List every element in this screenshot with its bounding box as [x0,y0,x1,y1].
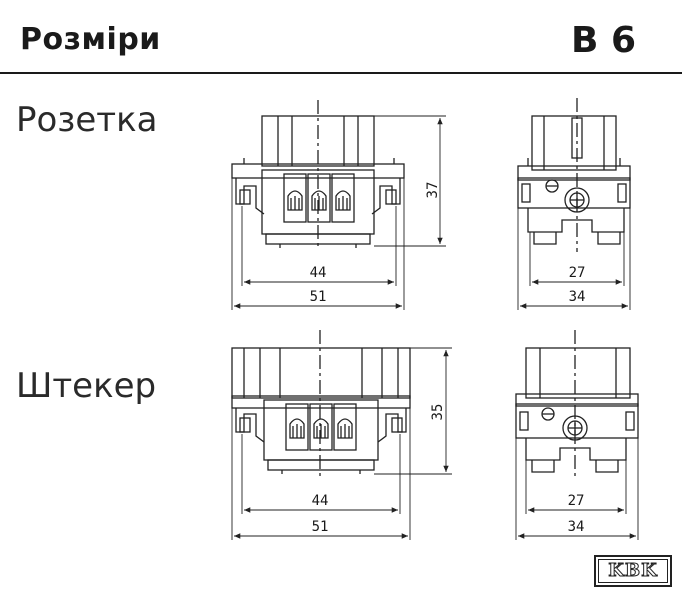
plug-side-inner-dim: 27 [568,493,585,509]
product-code: B 6 [570,20,636,61]
section-label-plug: Штекер [16,366,157,406]
socket-side-view [517,98,631,310]
header-divider [0,72,682,74]
socket-height-dim: 37 [425,182,441,199]
socket-side-inner-dim: 27 [569,265,586,281]
socket-front-outer-dim: 51 [310,289,327,305]
logo-text: KBK [598,559,668,583]
socket-side-outer-dim: 34 [569,289,586,305]
section-label-socket: Розетка [16,100,158,140]
plug-front-outer-dim: 51 [312,519,329,535]
kbk-logo: KBK [594,555,672,587]
page-title: Розміри [20,22,161,57]
plug-side-outer-dim: 34 [568,519,585,535]
socket-front-view [231,100,446,310]
socket-front-inner-dim: 44 [310,265,327,281]
plug-front-inner-dim: 44 [312,493,329,509]
plug-front-view [231,330,452,540]
plug-height-dim: 35 [430,404,446,421]
plug-side-view [515,330,639,540]
